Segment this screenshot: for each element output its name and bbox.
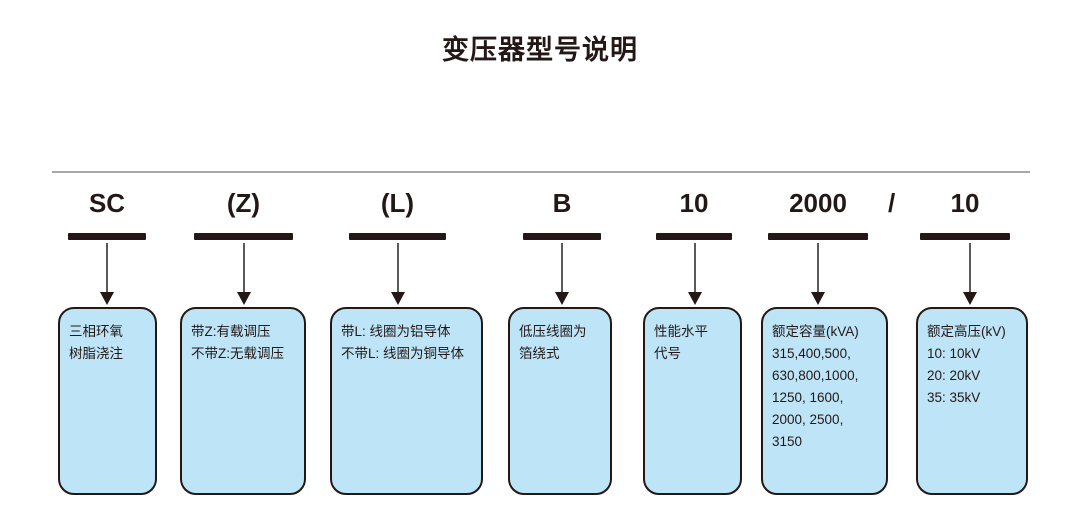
desc-box-3: 低压线圈为 箔绕式 [508, 307, 612, 495]
desc-line: 35: 35kV [927, 390, 981, 405]
code-cell-0: SC [68, 186, 146, 240]
desc-line: 2000, 2500, [772, 412, 844, 427]
code-cell-1: (Z) [194, 186, 293, 240]
code-cell-4: 10 [656, 186, 732, 240]
code-underline-0 [68, 233, 146, 240]
code-underline-2 [349, 233, 446, 240]
arrow-1 [237, 243, 251, 305]
arrow-6 [963, 243, 977, 305]
desc-line: 三相环氧 [69, 324, 123, 339]
arrow-2 [391, 243, 405, 305]
code-cell-3: B [523, 186, 601, 240]
desc-box-2: 带L: 线圈为铝导体 不带L: 线圈为铜导体 [330, 307, 483, 495]
code-token-6: 10 [950, 188, 980, 218]
desc-line: 箔绕式 [519, 346, 560, 361]
desc-line: 树脂浇注 [69, 346, 123, 361]
arrow-4 [688, 243, 702, 305]
desc-line: 额定容量(kVA) [772, 324, 859, 339]
desc-line: 不带Z:无载调压 [191, 346, 284, 361]
code-cell-2: (L) [349, 186, 446, 240]
desc-line: 性能水平 [654, 324, 708, 339]
desc-line: 额定高压(kV) [927, 324, 1006, 339]
desc-line: 带Z:有载调压 [191, 324, 271, 339]
code-underline-5 [768, 233, 868, 240]
desc-line: 低压线圈为 [519, 324, 587, 339]
code-underline-3 [523, 233, 601, 240]
desc-box-4: 性能水平 代号 [643, 307, 742, 495]
code-token-2: (L) [380, 188, 415, 218]
code-token-5: 2000 [789, 188, 847, 218]
desc-box-6: 额定高压(kV) 10: 10kV 20: 20kV 35: 35kV [916, 307, 1028, 495]
arrow-0 [100, 243, 114, 305]
code-token-4: 10 [679, 188, 709, 218]
code-separator-slash: / [888, 188, 896, 218]
code-underline-6 [920, 233, 1010, 240]
desc-line: 1250, 1600, [772, 390, 844, 405]
arrow-5 [811, 243, 825, 305]
model-code-row: SC (Z) (L) B 10 2000 / 10 [0, 186, 1080, 246]
code-token-3: B [552, 188, 572, 218]
desc-box-5: 额定容量(kVA) 315,400,500, 630,800,1000, 125… [761, 307, 888, 495]
desc-line: 630,800,1000, [772, 368, 859, 383]
desc-line: 315,400,500, [772, 346, 851, 361]
page-title: 变压器型号说明 [442, 35, 638, 65]
desc-line: 不带L: 线圈为铜导体 [341, 346, 465, 361]
top-divider [52, 171, 1030, 173]
desc-box-0: 三相环氧 树脂浇注 [58, 307, 157, 495]
desc-line: 10: 10kV [927, 346, 981, 361]
arrow-3 [555, 243, 569, 305]
desc-line: 带L: 线圈为铝导体 [341, 324, 451, 339]
code-cell-6: 10 [920, 186, 1010, 240]
code-token-1: (Z) [226, 188, 261, 218]
code-cell-5: 2000 [768, 186, 868, 240]
code-underline-1 [194, 233, 293, 240]
desc-line: 3150 [772, 434, 803, 449]
desc-line: 代号 [654, 346, 681, 361]
code-token-0: SC [88, 188, 126, 218]
code-underline-4 [656, 233, 732, 240]
desc-box-1: 带Z:有载调压 不带Z:无载调压 [180, 307, 306, 495]
desc-line: 20: 20kV [927, 368, 981, 383]
